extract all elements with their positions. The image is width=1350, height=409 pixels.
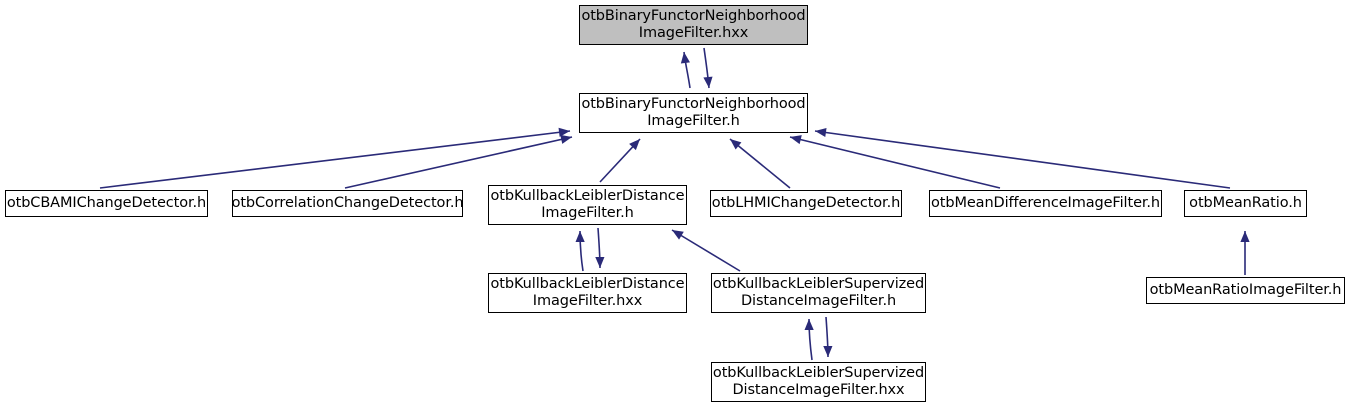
graph-node-label: otbCorrelationChangeDetector.h bbox=[231, 195, 464, 211]
graph-node-label: otbLHMIChangeDetector.h bbox=[711, 195, 901, 211]
graph-edge-arrowhead bbox=[629, 139, 640, 151]
graph-node-kl_h[interactable]: otbKullbackLeiblerDistance ImageFilter.h bbox=[488, 185, 687, 225]
graph-edge-arrowhead bbox=[595, 256, 605, 268]
graph-edge-meanratio_filter-to-meanratio bbox=[1240, 231, 1250, 275]
graph-edge-arrowhead bbox=[730, 139, 742, 150]
graph-edge-kls_hxx-to-kls_h bbox=[804, 318, 814, 361]
graph-node-kl_hxx[interactable]: otbKullbackLeiblerDistance ImageFilter.h… bbox=[488, 273, 687, 313]
graph-edge-kl_h-to-kl_hxx bbox=[595, 227, 605, 269]
graph-edge-arrowhead bbox=[703, 76, 713, 88]
graph-edge-arrowhead bbox=[823, 345, 833, 357]
graph-node-meanratio[interactable]: otbMeanRatio.h bbox=[1184, 190, 1307, 217]
graph-edge-arrowhead bbox=[815, 127, 827, 138]
graph-edge-h_root-to-hxx_root bbox=[680, 51, 691, 89]
graph-node-correlation[interactable]: otbCorrelationChangeDetector.h bbox=[232, 190, 464, 217]
graph-edge-arrowhead bbox=[680, 52, 690, 64]
graph-edge-lhmi-to-h_root bbox=[729, 138, 791, 189]
graph-node-kls_h[interactable]: otbKullbackLeiblerSupervized DistanceIma… bbox=[711, 273, 926, 313]
graph-edge-arrowhead bbox=[1240, 231, 1250, 242]
graph-node-cbami[interactable]: otbCBAMIChangeDetector.h bbox=[5, 190, 208, 217]
graph-node-label: otbKullbackLeiblerSupervized DistanceIma… bbox=[712, 365, 925, 398]
graph-node-label: otbMeanRatioImageFilter.h bbox=[1149, 282, 1342, 298]
graph-node-label: otbCBAMIChangeDetector.h bbox=[6, 195, 207, 211]
graph-node-meanratio_filter[interactable]: otbMeanRatioImageFilter.h bbox=[1146, 277, 1345, 304]
graph-node-label: otbKullbackLeiblerSupervized DistanceIma… bbox=[712, 276, 925, 309]
graph-node-label: otbKullbackLeiblerDistance ImageFilter.h… bbox=[490, 276, 685, 309]
graph-node-lhmi[interactable]: otbLHMIChangeDetector.h bbox=[710, 190, 902, 217]
graph-edge-arrowhead bbox=[560, 134, 572, 144]
graph-node-label: otbBinaryFunctorNeighborhood ImageFilter… bbox=[581, 8, 806, 41]
graph-node-label: otbKullbackLeiblerDistance ImageFilter.h bbox=[490, 188, 685, 221]
graph-node-label: otbBinaryFunctorNeighborhood ImageFilter… bbox=[581, 96, 806, 129]
graph-edge-meandiff-to-h_root bbox=[789, 135, 1001, 189]
graph-node-meandiff[interactable]: otbMeanDifferenceImageFilter.h bbox=[929, 190, 1162, 217]
graph-edge-arrowhead bbox=[804, 319, 814, 331]
graph-node-label: otbMeanRatio.h bbox=[1189, 195, 1302, 211]
graph-edge-arrowhead bbox=[790, 135, 802, 145]
graph-edge-cbami-to-h_root bbox=[99, 127, 571, 189]
graph-edge-kl_hxx-to-kl_h bbox=[575, 230, 585, 272]
graph-edge-kls_h-to-kls_hxx bbox=[823, 316, 833, 358]
graph-edge-arrowhead bbox=[575, 231, 585, 243]
graph-edge-meanratio-to-h_root bbox=[814, 127, 1231, 189]
graph-edge-kls_h-to-kl_h bbox=[671, 229, 741, 272]
graph-edge-kl_h-to-h_root bbox=[599, 138, 641, 183]
graph-node-kls_hxx[interactable]: otbKullbackLeiblerSupervized DistanceIma… bbox=[711, 362, 926, 402]
graph-edge-correlation-to-h_root bbox=[344, 134, 573, 189]
graph-edge-arrowhead bbox=[672, 230, 684, 240]
graph-edge-arrowhead bbox=[558, 127, 570, 137]
graph-node-h_root[interactable]: otbBinaryFunctorNeighborhood ImageFilter… bbox=[579, 93, 808, 133]
graph-node-hxx_root[interactable]: otbBinaryFunctorNeighborhood ImageFilter… bbox=[579, 5, 808, 45]
graph-node-label: otbMeanDifferenceImageFilter.h bbox=[930, 195, 1161, 211]
graph-edge-hxx_root-to-h_root bbox=[703, 47, 713, 89]
